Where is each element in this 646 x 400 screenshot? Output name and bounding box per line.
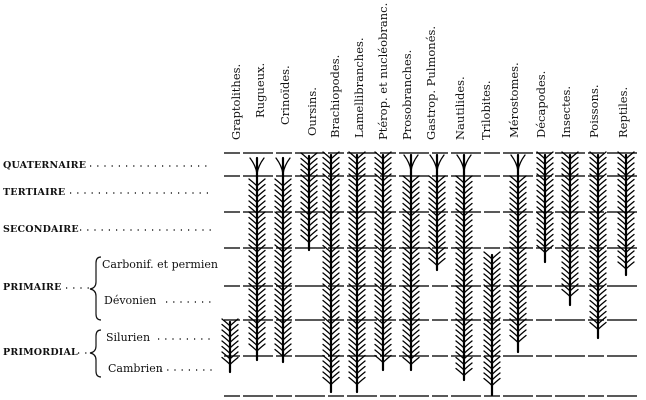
branch-merostomes	[509, 153, 527, 354]
branch-brachiopodes	[322, 151, 340, 394]
branch-decapodes	[536, 151, 554, 264]
branch-nautilides	[455, 153, 473, 382]
branch-lamellibranches	[348, 151, 366, 394]
branch-fronds-rugueux	[248, 157, 266, 352]
branch-fronds-reptiles	[617, 151, 635, 270]
brace-primaire	[89, 256, 102, 321]
era-label-quaternaire: QUATERNAIRE	[3, 160, 86, 171]
branch-fronds-oursins	[300, 152, 318, 244]
period-label-devonien: Dévonien	[104, 294, 156, 307]
taxon-label-nautilides: Nautilides.	[453, 76, 467, 140]
branch-fronds-brachiopodes	[322, 151, 340, 386]
branch-fronds-crinoides	[274, 157, 292, 358]
taxon-label-trilobites: Trilobites.	[479, 81, 493, 140]
branch-fronds-gastrop	[428, 154, 446, 267]
branch-prosobranches	[402, 153, 420, 372]
taxa-headers: Graptolithes. Rugueux. Crinoïdes. Oursin…	[229, 3, 630, 140]
taxon-label-oursins: Oursins.	[305, 87, 319, 136]
period-label-carbonifere: Carbonif. et permien	[102, 258, 218, 271]
taxon-label-poissons: Poissons.	[587, 84, 601, 138]
era-labels: QUATERNAIRE TERTIAIRE SECONDAIRE PRIMAIR…	[3, 160, 218, 378]
taxon-branches	[221, 151, 635, 397]
taxon-label-insectes: Insectes.	[559, 86, 573, 138]
taxon-label-pterop: Ptérop. et nucléobranc.	[376, 3, 390, 140]
taxon-label-reptiles: Reptiles.	[616, 87, 630, 138]
taxon-label-crinoides: Crinoïdes.	[278, 65, 292, 125]
era-label-primaire: PRIMAIRE	[3, 282, 62, 293]
branch-pterop	[374, 151, 392, 372]
era-label-secondaire: SECONDAIRE	[3, 224, 79, 235]
branch-poissons	[589, 151, 607, 340]
period-label-silurien: Silurien	[106, 331, 150, 344]
branch-reptiles	[617, 151, 635, 277]
branch-fronds-pterop	[374, 151, 392, 364]
branch-crinoides	[274, 156, 292, 364]
taxon-label-rugueux: Rugueux.	[253, 63, 267, 118]
taxon-label-gastrop: Gastrop. Pulmonés.	[424, 26, 438, 140]
branch-fronds-graptolithes	[221, 318, 239, 366]
branch-oursins	[300, 152, 318, 252]
taxon-label-brachiopodes: Brachiopodes.	[328, 55, 342, 138]
taxon-label-graptolithes: Graptolithes.	[229, 64, 243, 140]
branch-fronds-decapodes	[536, 151, 554, 254]
branch-insectes	[561, 151, 579, 307]
branch-fronds-poissons	[589, 151, 607, 331]
branch-fronds-merostomes	[509, 154, 527, 344]
taxon-label-prosobranches: Prosobranches.	[400, 50, 414, 140]
brace-primordial	[89, 329, 102, 378]
branch-fronds-insectes	[561, 151, 579, 298]
branch-fronds-nautilides	[455, 154, 473, 377]
branch-fronds-trilobites	[483, 251, 501, 387]
branch-rugueux	[248, 156, 266, 362]
branch-trilobites	[483, 251, 501, 397]
branch-graptolithes	[221, 318, 239, 374]
taxon-label-lamellibranches: Lamellibranches.	[352, 37, 366, 138]
branch-fronds-lamellibranches	[348, 151, 366, 386]
branch-gastrop	[428, 153, 446, 272]
taxon-label-decapodes: Décapodes.	[534, 71, 548, 138]
branch-fronds-prosobranches	[402, 154, 420, 366]
taxon-label-merostomes: Mérostomes.	[507, 62, 521, 138]
era-label-primordial: PRIMORDIAL	[3, 347, 78, 358]
era-label-tertiaire: TERTIAIRE	[3, 187, 65, 198]
period-label-cambrien: Cambrien	[108, 362, 163, 375]
